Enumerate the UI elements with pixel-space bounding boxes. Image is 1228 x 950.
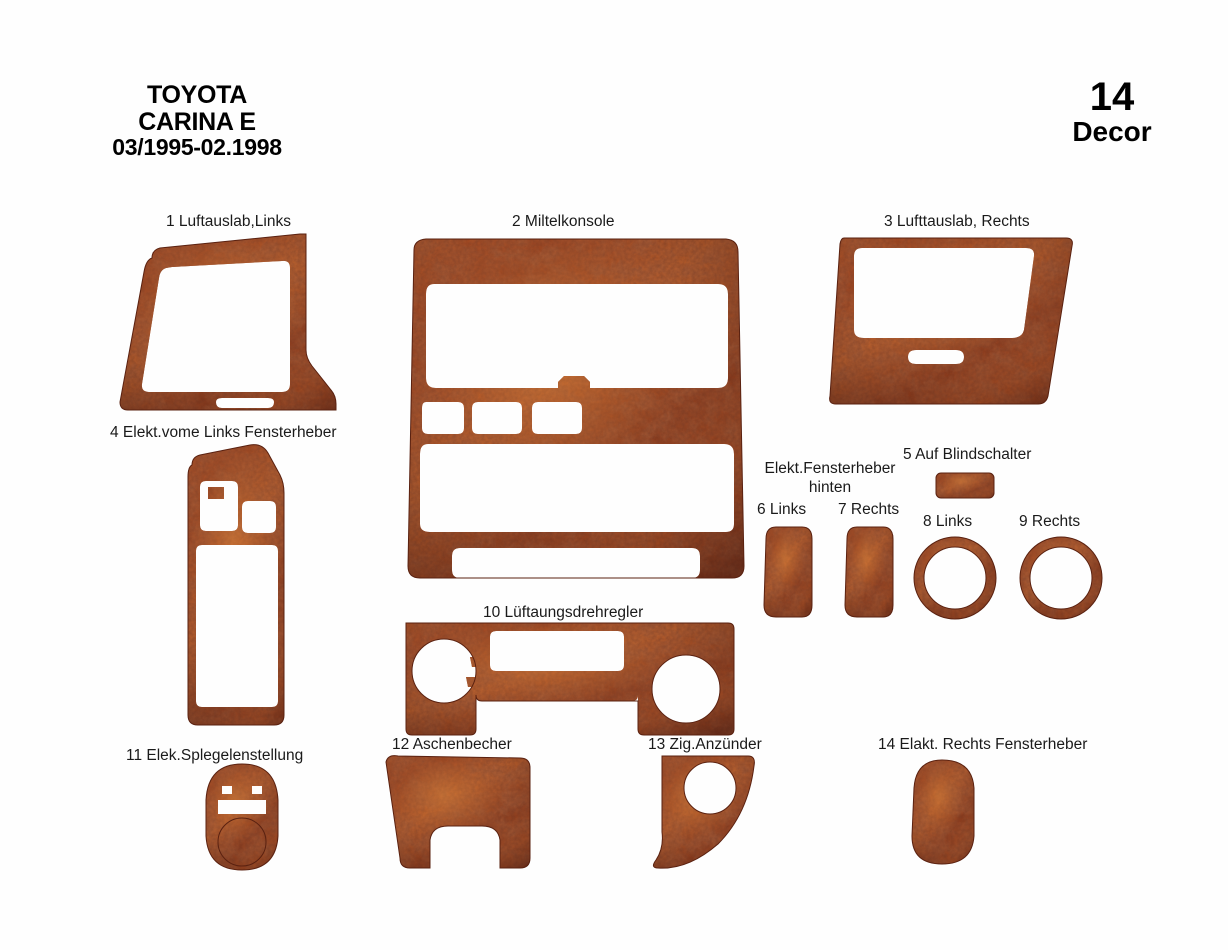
caption-part-7: 7 Rechts (838, 501, 900, 518)
brand-name: TOYOTA (146, 81, 248, 109)
part-6-wood-fill (764, 527, 812, 617)
caption-part-14: 14 Elakt. Rechts Fensterheber (878, 736, 1088, 753)
caption-part-1: 1 Luftauslab,Links (166, 213, 291, 230)
group-label-line-1: Elekt.Fensterheber (764, 460, 896, 477)
part-4-front-left-window-panel (178, 443, 308, 735)
caption-part-6: 6 Links (757, 501, 807, 518)
caption-part-11: 11 Elek.Splegelenstellung (126, 747, 304, 764)
vehicle-title-block: TOYOTA CARINA E 03/1995-02.1998 (72, 82, 322, 159)
part-7-rear-right-window-switch (843, 525, 897, 621)
part-3-wood-fill (829, 238, 1073, 404)
kit-decor-label: Decor (1072, 116, 1152, 148)
caption-part-5: 5 Auf Blindschalter (903, 446, 1032, 463)
production-period: 03/1995-02.1998 (112, 134, 282, 160)
caption-part-12: 12 Aschenbecher (392, 736, 512, 753)
caption-part-2: 2 Miltelkonsole (512, 213, 615, 230)
caption-part-9: 9 Rechts (1019, 513, 1081, 530)
group-label-rear-window: Elekt.Fensterheber hinten (760, 459, 900, 498)
part-4-wood-fill (188, 444, 284, 726)
caption-part-13: 13 Zig.Anzünder (648, 736, 762, 753)
caption-part-10: 10 Lüftaungsdrehregler (483, 604, 644, 621)
group-label-line-2: hinten (808, 479, 852, 497)
part-7-wood-fill (845, 527, 893, 617)
part-11-wood-fill (206, 764, 278, 870)
caption-part-4: 4 Elekt.vome Links Fensterheber (110, 424, 337, 441)
part-6-rear-left-window-switch (762, 525, 816, 621)
part-8-wood-fill (913, 537, 996, 619)
caption-part-8: 8 Links (923, 513, 973, 530)
part-3-right-air-vent (826, 234, 1086, 410)
kit-piece-count: 14 (1089, 75, 1135, 119)
part-1-left-air-vent (116, 232, 366, 422)
part-14-front-right-window-panel (908, 758, 980, 868)
part-10-wood-fill (406, 623, 734, 735)
part-13-cigarette-lighter-trim (644, 752, 768, 876)
part-9-right-ring (1018, 535, 1104, 621)
part-1-wood-fill (120, 234, 336, 410)
part-8-left-ring (912, 535, 998, 621)
part-10-climate-control-panel (402, 617, 738, 741)
model-name: CARINA E (138, 107, 256, 136)
caption-part-3: 3 Lufttauslab, Rechts (884, 213, 1030, 230)
part-14-wood-fill (912, 760, 974, 864)
part-5-wood-fill (936, 473, 994, 498)
part-12-wood-fill (386, 755, 530, 869)
kit-piece-count-block: 14 Decor (1042, 75, 1182, 148)
part-11-mirror-adjust-panel (196, 762, 288, 874)
part-9-wood-fill (1019, 537, 1102, 619)
part-5-blank-switch-cover (934, 470, 998, 502)
part-2-wood-fill (408, 239, 744, 578)
part-12-ashtray-trim (372, 752, 542, 876)
part-2-center-console (396, 236, 756, 592)
